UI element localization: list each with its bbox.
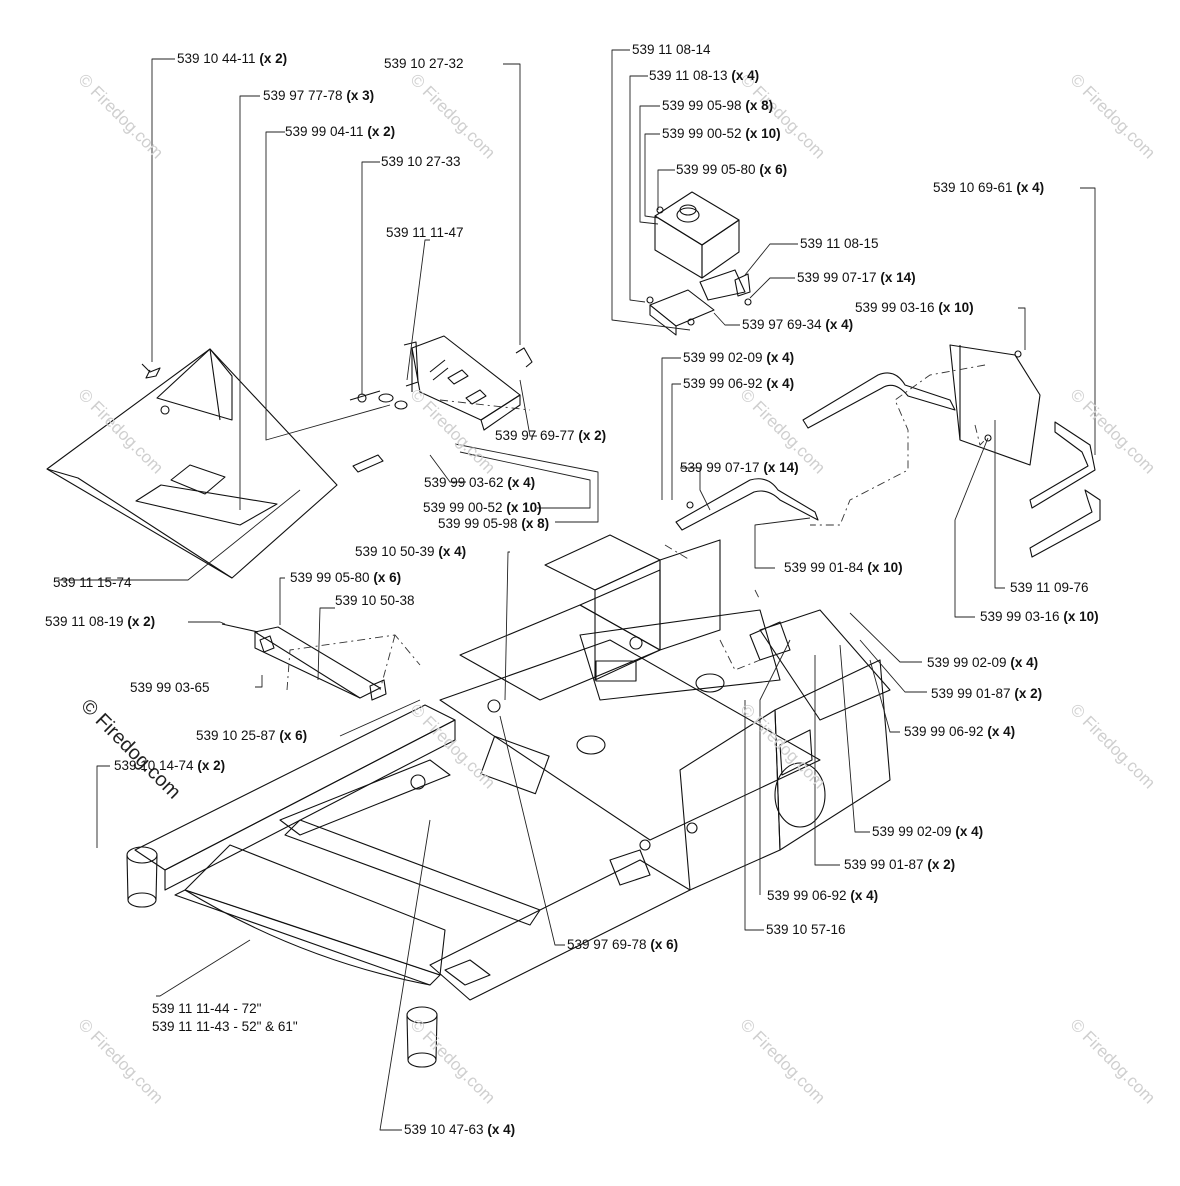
label-539-99-06-92: 539 99 06-92 (x 4) xyxy=(683,376,795,391)
label-539-97-69-34: 539 97 69-34 (x 4) xyxy=(742,317,854,332)
center-bracket xyxy=(221,623,387,701)
dashed-lines xyxy=(286,364,986,691)
label-539-99-00-52: 539 99 00-52 (x 10) xyxy=(423,500,542,515)
label-539-97-77-78: 539 97 77-78 (x 3) xyxy=(263,88,375,103)
label-539-11-08-14: 539 11 08-14 xyxy=(632,42,711,57)
fuel-tank xyxy=(646,191,752,336)
label-539-10-44-11: 539 10 44-11 (x 2) xyxy=(177,51,288,66)
label-539-11-08-13: 539 11 08-13 (x 4) xyxy=(649,68,760,83)
roll-bar-bracket xyxy=(675,478,819,531)
label-539-99-02-09: 539 99 02-09 (x 4) xyxy=(683,350,795,365)
label-539-11-11-44: 539 11 11-44 - 72" xyxy=(152,1001,262,1016)
label-539-97-69-77: 539 97 69-77 (x 2) xyxy=(495,428,607,443)
label-539-10-50-39: 539 10 50-39 (x 4) xyxy=(355,544,467,559)
label-539-99-03-62: 539 99 03-62 (x 4) xyxy=(424,475,536,490)
roll-bar xyxy=(686,344,1101,558)
label-539-10-27-32: 539 10 27-32 xyxy=(384,56,464,71)
label-539-11-09-76: 539 11 09-76 xyxy=(1010,580,1089,595)
label-539-10-47-63: 539 10 47-63 (x 4) xyxy=(404,1122,516,1137)
label-539-99-06-92: 539 99 06-92 (x 4) xyxy=(904,724,1016,739)
label-539-99-07-17: 539 99 07-17 (x 14) xyxy=(680,460,799,475)
label-539-10-50-38: 539 10 50-38 xyxy=(335,593,415,608)
label-539-99-02-09: 539 99 02-09 (x 4) xyxy=(872,824,984,839)
label-539-11-15-74: 539 11 15-74 xyxy=(53,575,132,590)
label-539-10-69-61: 539 10 69-61 (x 4) xyxy=(933,180,1045,195)
label-539-99-05-80: 539 99 05-80 (x 6) xyxy=(676,162,788,177)
label-539-10-25-87: 539 10 25-87 (x 6) xyxy=(196,728,308,743)
label-539-97-69-78: 539 97 69-78 (x 6) xyxy=(567,937,679,952)
floor-pan xyxy=(46,348,384,579)
main-frame xyxy=(126,534,891,1068)
label-539-99-06-92: 539 99 06-92 (x 4) xyxy=(767,888,879,903)
label-539-11-11-47: 539 11 11-47 xyxy=(386,225,464,240)
leader-lines xyxy=(58,49,1096,1131)
label-539-99-01-87: 539 99 01-87 (x 2) xyxy=(931,686,1043,701)
label-539-99-02-09: 539 99 02-09 (x 4) xyxy=(927,655,1039,670)
label-539-99-04-11: 539 99 04-11 (x 2) xyxy=(285,124,396,139)
label-539-10-27-33: 539 10 27-33 xyxy=(381,154,461,169)
label-539-11-08-15: 539 11 08-15 xyxy=(800,236,879,251)
label-539-11-08-19: 539 11 08-19 (x 2) xyxy=(45,614,156,629)
label-539-99-01-84: 539 99 01-84 (x 10) xyxy=(784,560,903,575)
label-539-99-03-16: 539 99 03-16 (x 10) xyxy=(855,300,974,315)
label-539-99-05-80: 539 99 05-80 (x 6) xyxy=(290,570,402,585)
label-539-11-11-43: 539 11 11-43 - 52" & 61" xyxy=(152,1019,298,1034)
label-539-99-03-16: 539 99 03-16 (x 10) xyxy=(980,609,1099,624)
label-539-99-05-98: 539 99 05-98 (x 8) xyxy=(438,516,550,531)
label-539-99-01-87: 539 99 01-87 (x 2) xyxy=(844,857,956,872)
label-539-99-03-65: 539 99 03-65 xyxy=(130,680,210,695)
label-539-99-00-52: 539 99 00-52 (x 10) xyxy=(662,126,781,141)
label-539-99-05-98: 539 99 05-98 (x 8) xyxy=(662,98,774,113)
label-539-10-14-74: 539 10 14-74 (x 2) xyxy=(114,758,226,773)
label-539-99-07-17: 539 99 07-17 (x 14) xyxy=(797,270,916,285)
label-539-10-57-16: 539 10 57-16 xyxy=(766,922,846,937)
